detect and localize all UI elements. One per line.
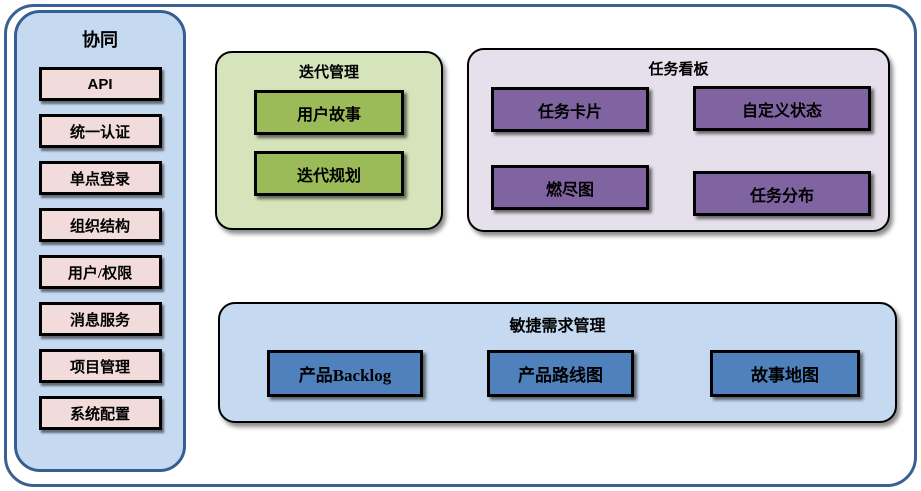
panel-taskboard-title: 任务看板 xyxy=(648,61,709,78)
sidebar-title: 协同 xyxy=(82,30,118,50)
sidebar-item-single-sign-on: 单点登录 xyxy=(38,161,162,195)
sidebar-item-api: API xyxy=(38,67,162,101)
panel-task-board: 任务看板 任务卡片 自定义状态 燃尽图 任务分布 xyxy=(467,48,890,232)
item-user-story: 用户故事 xyxy=(254,90,404,135)
panel-agile-requirements: 敏捷需求管理 产品Backlog 产品路线图 故事地图 xyxy=(218,302,897,423)
sidebar-panel-collaboration: 协同 API 统一认证 单点登录 组织结构 用户/权限 消息服务 项目管理 系统… xyxy=(14,10,186,472)
item-custom-status: 自定义状态 xyxy=(693,86,871,131)
item-task-distribution: 任务分布 xyxy=(693,171,871,216)
panel-iteration-management: 迭代管理 用户故事 迭代规划 xyxy=(215,51,443,230)
outer-frame xyxy=(4,4,917,487)
item-task-card: 任务卡片 xyxy=(491,87,649,132)
item-product-roadmap: 产品路线图 xyxy=(487,350,634,397)
sidebar-item-message-service: 消息服务 xyxy=(38,302,162,336)
sidebar-item-project-management: 项目管理 xyxy=(38,349,162,383)
item-product-backlog: 产品Backlog xyxy=(267,350,423,397)
sidebar-item-unified-auth: 统一认证 xyxy=(38,114,162,148)
item-burndown-chart: 燃尽图 xyxy=(491,165,649,210)
sidebar-item-list: API 统一认证 单点登录 组织结构 用户/权限 消息服务 项目管理 系统配置 xyxy=(17,67,183,430)
panel-iteration-title: 迭代管理 xyxy=(298,64,359,81)
sidebar-item-system-config: 系统配置 xyxy=(38,396,162,430)
panel-agile-title: 敏捷需求管理 xyxy=(509,318,606,335)
sidebar-item-user-permissions: 用户/权限 xyxy=(38,255,162,289)
item-iteration-planning: 迭代规划 xyxy=(254,151,404,196)
item-story-map: 故事地图 xyxy=(710,350,860,397)
sidebar-item-org-structure: 组织结构 xyxy=(38,208,162,242)
